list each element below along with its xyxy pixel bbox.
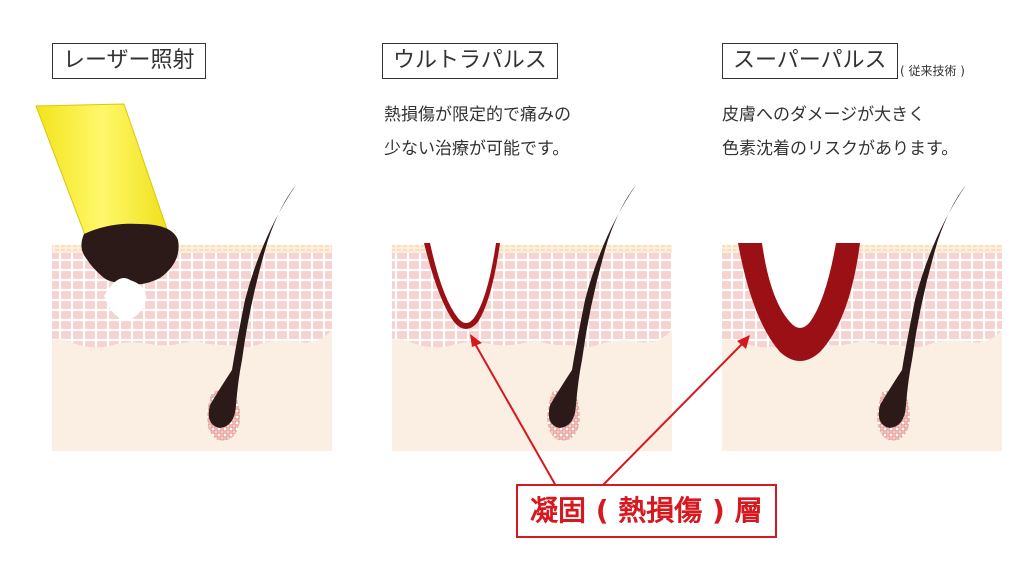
title-ultrapulse: ウルトラパルス: [382, 43, 558, 79]
title-superpulse: スーパーパルス: [722, 43, 898, 79]
laser-tip: [81, 223, 179, 285]
superpulse-note: ( 従来技術 ): [900, 64, 965, 78]
skin-top-layer: [52, 245, 332, 253]
arrow-to-ultrapulse: [473, 341, 557, 487]
title-laser: レーザー照射: [52, 43, 206, 79]
coagulation-callout: 凝固 ( 熱損傷 ) 層: [516, 484, 777, 538]
coagulation-layer: [738, 243, 860, 361]
arrow-to-superpulse: [601, 341, 745, 487]
skin-top-layer: [722, 245, 1002, 253]
panel-ultrapulse: [392, 185, 672, 451]
desc-ultrapulse-line2: 少ない治療が可能です。: [384, 139, 570, 159]
skin-top-layer: [392, 245, 672, 253]
desc-superpulse-line2: 色素沈着のリスクがあります。: [722, 139, 959, 159]
coagulation-layer: [424, 243, 500, 329]
hair-shaft: [878, 185, 966, 428]
desc-superpulse-line1: 皮膚へのダメージが大きく: [722, 105, 926, 125]
arrowhead-ultrapulse: [470, 334, 482, 347]
laser-spot: [104, 278, 147, 320]
panel-superpulse: [722, 185, 1002, 451]
callout-arrows: [470, 334, 750, 487]
panel-laser: [35, 103, 332, 451]
arrowhead-superpulse: [737, 335, 750, 349]
desc-ultrapulse-line1: 熱損傷が限定的で痛みの: [384, 105, 571, 125]
hair-shaft: [548, 185, 636, 428]
hair-shaft: [208, 185, 296, 428]
